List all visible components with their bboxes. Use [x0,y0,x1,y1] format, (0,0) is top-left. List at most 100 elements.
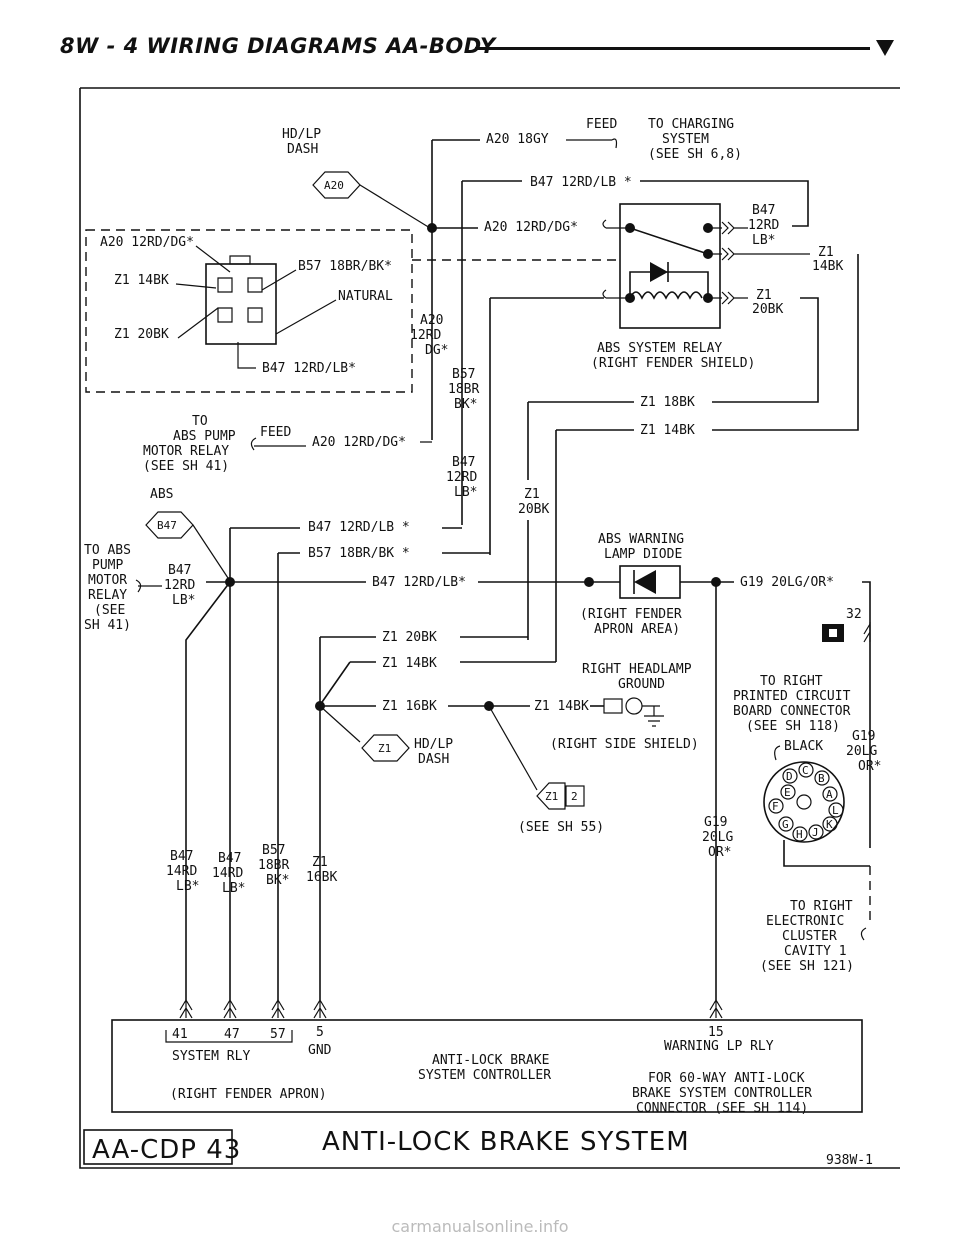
z1-badge-icon [361,734,410,762]
wire-charging-feed [566,138,618,149]
wire-label-z14gnd: Z1 14BK [534,699,589,714]
relay-b47-l3: LB* [752,233,775,248]
wire-label-z14bk: Z1 14BK [382,656,437,671]
connector-body-icon [205,263,277,345]
wire-a20-vert [431,139,480,440]
relay-location: (RIGHT FENDER SHIELD) [591,356,755,371]
b57v-l3: BK* [454,397,477,412]
relay-term-b47 [708,221,748,235]
cl-to4: (SEE SH 118) [746,719,840,734]
controller-n3: CONNECTOR (SEE SH 114) [636,1101,808,1116]
b57v-l2: 18BR [448,382,479,397]
conn-a20: A20 12RD/DG* [100,235,194,250]
pin-arrow-57-icon [271,999,285,1019]
wire-label-pump: A20 12RD/DG* [312,435,406,450]
cavity-E [780,784,796,800]
wire-z14 [555,429,634,662]
pl-3: MOTOR [88,573,127,588]
ground-l2: GROUND [618,677,665,692]
relay-conn-4 [602,289,630,299]
lamp-diode-lead [633,570,716,594]
g19b-l3: OR* [708,845,731,860]
controller-l1: ANTI-LOCK BRAKE [432,1053,549,1068]
d2-l1: B47 [218,851,241,866]
pin-41: 41 [172,1027,188,1042]
cavity-C [798,762,814,778]
relay-z1-l2: 14BK [812,259,843,274]
wire-ec-feed [860,927,867,941]
charging-system: SYSTEM [662,132,709,147]
wire-z1-14bk-right [712,254,859,431]
wire-label-b47-main: B47 12RD/LB* [372,575,466,590]
cluster-connector-hole [829,629,837,637]
pump-to: TO [192,414,208,429]
title-figure: 938W-1 [826,1153,873,1168]
cl-black-leader [774,745,781,761]
cavity-J [808,824,824,840]
z1-2-leader [488,705,538,791]
ground-icon [642,705,664,727]
cavity-letter-C: C [802,764,809,777]
z20v-l2: 20BK [518,502,549,517]
watermark: carmanualsonline.info [391,1217,569,1236]
conn-natural: NATURAL [338,289,393,304]
cavity-L [828,802,844,818]
z20v-l1: Z1 [524,487,540,502]
cl-to1: TO RIGHT [760,674,823,689]
relay-term-z20 [708,291,748,305]
pump-left-feed [135,579,162,593]
abs-label: ABS [150,487,173,502]
pl-4: RELAY [88,588,127,603]
wire-cluster-bottom [783,840,870,867]
z1-2-badge-z1: Z1 [545,790,558,803]
connector-box: A20 12RD/DG* Z1 14BK Z1 20BK B57 18BR/BK… [85,229,620,393]
header-title: 8W - 4 WIRING DIAGRAMS AA-BODY [60,34,496,58]
wire-g19-right [862,581,871,848]
cavity-H [792,826,808,842]
a20v-l2: 12RD [410,328,441,343]
charging-see: (SEE SH 6,8) [648,147,742,162]
d4-l2: 16BK [306,870,337,885]
ec-5: (SEE SH 121) [760,959,854,974]
d2-l2: 14RD [212,866,243,881]
pl-5: (SEE [94,603,125,618]
ground-l1: RIGHT HEADLAMP [582,662,692,677]
relay-box [619,203,721,329]
d1-l1: B47 [170,849,193,864]
cluster-connector-circle [763,761,845,843]
charging-to: TO CHARGING [648,117,734,132]
wire-b47-mid [229,527,462,1000]
diagram-frame [79,87,900,1169]
title-system: ANTI-LOCK BRAKE SYSTEM [322,1127,690,1157]
controller-n1: FOR 60-WAY ANTI-LOCK [648,1071,805,1086]
wire-label-a20-relay: A20 12RD/DG* [484,220,578,235]
relay-diode-icon [650,262,668,282]
relay-diode-loop [629,271,709,298]
g19b-l1: G19 [704,815,727,830]
cavity-letter-K: K [826,818,833,831]
lamp-l1: ABS WARNING [598,532,684,547]
b47-leader [192,524,229,579]
a20v-l3: DG* [425,343,448,358]
d3-l3: BK* [266,873,289,888]
cavity-F [768,798,784,814]
pin-arrow-5-icon [313,999,327,1019]
z1-2-badge-num: 2 [571,790,578,803]
relay-b47-l2: 12RD [748,218,779,233]
cl-to2: PRINTED CIRCUIT [733,689,851,704]
z1-2-badge-icon [536,782,566,810]
charging-feed: HD/LP DASH FEED TO CHARGING SYSTEM (SEE … [282,117,742,440]
cavity-B [814,770,830,786]
hdlp-label: HD/LP [282,127,321,142]
z1-badge-text: Z1 [378,742,391,755]
cavity-letter-L: L [832,804,839,817]
wire-g19-vert [715,581,734,1000]
wire-z14bk [319,661,556,706]
g19b-l2: 20LG [702,830,733,845]
wire-label-b57-mid: B57 18BR/BK * [308,546,410,561]
pin-5: 5 [316,1025,324,1040]
pl-1: TO ABS [84,543,131,558]
conn-z20: Z1 20BK [114,327,169,342]
cavity-letter-B: B [818,772,825,785]
